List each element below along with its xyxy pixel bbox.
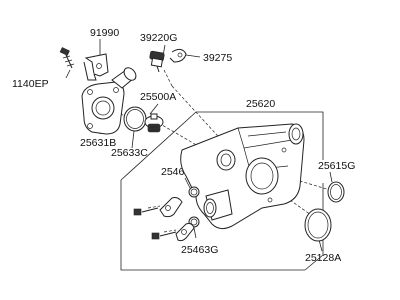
label-25500a: 25500A xyxy=(140,91,176,103)
thermostat-25500a xyxy=(144,113,164,133)
o-ring-25615g xyxy=(327,181,345,203)
label-25128a: 25128A xyxy=(305,252,341,264)
label-25615g: 25615G xyxy=(318,160,355,172)
housing-25620 xyxy=(180,123,305,230)
bracket-91990 xyxy=(83,53,109,81)
bolt-1140ep xyxy=(59,47,75,69)
label-1140ep: 1140EP xyxy=(12,78,49,90)
label-39275: 39275 xyxy=(203,52,232,64)
fitting-25463g-bottom xyxy=(151,216,200,242)
label-91990: 91990 xyxy=(90,27,119,39)
gasket-25633c xyxy=(123,106,147,132)
clip-39275 xyxy=(169,48,187,63)
label-25620: 25620 xyxy=(246,98,275,110)
label-25631b: 25631B xyxy=(80,137,116,149)
label-25633c: 25633C xyxy=(111,147,148,159)
sensor-39220g xyxy=(149,50,165,73)
label-39220g: 39220G xyxy=(140,32,177,44)
label-25463g-bottom: 25463G xyxy=(181,244,218,256)
gasket-25128a xyxy=(304,208,332,242)
assembly-box xyxy=(120,111,324,271)
fitting-25463g-top xyxy=(133,186,200,218)
thermostat-cover-25631b xyxy=(81,67,137,135)
